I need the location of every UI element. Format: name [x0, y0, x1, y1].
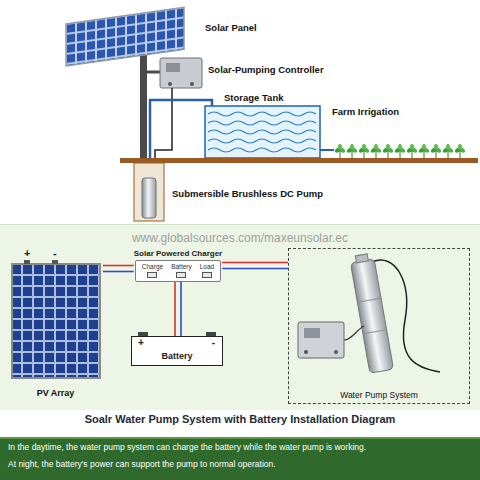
- charge-controller: Solar Powered ChargerCharge Battery Load: [134, 249, 222, 282]
- panel-edge: [0, 224, 480, 225]
- submersible-pump: [142, 178, 156, 218]
- art-path: [208, 139, 316, 143]
- note-line: In the daytime, the water pump system ca…: [8, 442, 366, 452]
- part-label: Solar Panel: [205, 22, 257, 33]
- solar-panel: [66, 7, 184, 66]
- part-label: Storage Tank: [224, 92, 283, 103]
- art-path: [208, 148, 316, 152]
- storage-tank: [205, 106, 320, 158]
- caption-band-edge: [0, 437, 480, 439]
- wire-pair: [175, 282, 181, 336]
- wire: [103, 265, 134, 267]
- terminal-label: Battery: [171, 263, 192, 270]
- controller-lead: [344, 326, 364, 340]
- pump-controller: [298, 322, 344, 358]
- pv-terminal: [24, 260, 30, 264]
- art-path: [208, 112, 316, 116]
- wire: [180, 282, 182, 336]
- pump-outlet: [355, 254, 368, 263]
- ground-line: [120, 158, 478, 163]
- cable-gland: [190, 82, 194, 86]
- battery-label: Battery: [140, 351, 214, 361]
- art-use: [442, 144, 454, 158]
- solar-panel-cells: [66, 7, 184, 66]
- note-line: At night, the battery's power can suppor…: [8, 459, 276, 469]
- cable-gland: [334, 350, 338, 354]
- art-use: [406, 144, 418, 158]
- art-use: [346, 144, 358, 158]
- pump-seam: [357, 298, 381, 302]
- wire-pair: [103, 266, 134, 272]
- wire: [103, 271, 134, 273]
- pump-seam: [363, 330, 387, 334]
- art-use: [370, 144, 382, 158]
- art-use: [430, 144, 442, 158]
- wire: [222, 268, 288, 270]
- controller-bracket: [147, 71, 160, 74]
- pump-body: [350, 259, 393, 373]
- controller-display: [166, 63, 180, 72]
- charger-heading: Solar Powered Charger: [134, 249, 222, 258]
- battery-box: + - Battery: [131, 336, 223, 366]
- battery-terminal: [138, 332, 148, 336]
- pv-terminal: [52, 260, 58, 264]
- terminal-mark: [176, 272, 186, 278]
- panel-pole: [140, 40, 147, 163]
- charger-box: Charge Battery Load: [135, 260, 221, 282]
- borehole: [134, 163, 164, 221]
- terminal-column: Battery: [171, 263, 192, 278]
- top-ground: [0, 0, 480, 224]
- pump-unit: [349, 253, 393, 373]
- terminal-sign: +: [24, 247, 30, 259]
- pv-array: PV Array: [8, 255, 103, 400]
- array-label: PV Array: [8, 388, 103, 398]
- diagram-title: Soalr Water Pump System with Battery Ins…: [0, 413, 480, 425]
- terminal-sign: -: [212, 337, 215, 348]
- cable-gland: [304, 350, 308, 354]
- caption-band: [0, 437, 480, 480]
- terminal-column: Load: [200, 263, 214, 278]
- pump-system-box: Water Pump System: [288, 248, 470, 404]
- controller-box: [160, 58, 202, 88]
- watermark: www.globalsources.com/maxeunsolar.ec: [132, 231, 348, 245]
- wire: [222, 262, 288, 264]
- terminal-sign: +: [138, 337, 144, 348]
- pv-array-panel: [12, 264, 100, 378]
- art-path: [208, 121, 316, 125]
- controller-display: [304, 328, 320, 338]
- battery-terminal: [206, 332, 216, 336]
- terminal-label: Charge: [142, 263, 163, 270]
- terminal-mark: [202, 272, 212, 278]
- water-waves: [208, 112, 316, 152]
- part-label: Submersible Brushless DC Pump: [172, 188, 323, 199]
- wire-pair: [222, 263, 288, 269]
- diagram-panel: [0, 224, 480, 410]
- art-path: [208, 130, 316, 134]
- art-use: [418, 144, 430, 158]
- irrigation-pipe: [320, 149, 334, 151]
- art-use: [382, 144, 394, 158]
- system-label: Water Pump System: [289, 390, 469, 400]
- cable-gland: [168, 82, 172, 86]
- terminal-mark: [147, 272, 157, 278]
- part-label: Farm Irrigation: [332, 106, 399, 117]
- terminal-column: Charge: [142, 263, 163, 278]
- crop-row: [334, 144, 466, 158]
- art-use: [358, 144, 370, 158]
- art-use: [454, 144, 466, 158]
- wire: [174, 282, 176, 336]
- art-use: [394, 144, 406, 158]
- art-use: [334, 144, 346, 158]
- terminal-label: Load: [200, 263, 214, 270]
- terminal-sign: -: [53, 247, 57, 259]
- part-label: Solar-Pumping Controller: [208, 64, 324, 75]
